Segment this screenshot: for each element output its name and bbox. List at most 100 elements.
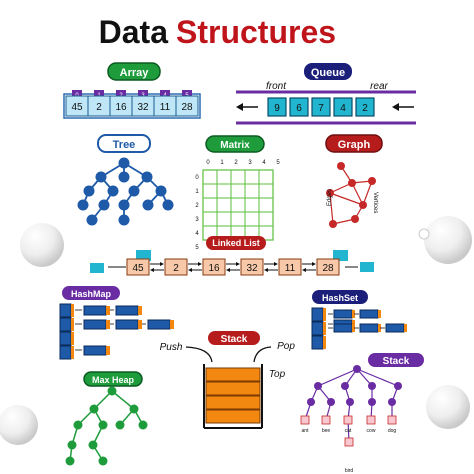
queue-cell [311,97,331,117]
stack-tree-edge [356,368,399,387]
matrix-row-label: 3 [195,217,199,223]
stack-tree-bottom-label: bird [345,468,354,474]
hashmap-entry [83,345,107,356]
tree-node [162,199,174,211]
graph-edge [351,182,364,206]
graph-label-pill [325,134,383,153]
queue-label-pill [304,63,352,80]
hashmap-entry [115,305,139,316]
max-heap-label-pill [83,371,143,387]
stack-tree-leaf-label: dog [388,428,397,434]
linked-list-value: 45 [132,263,144,274]
tree-node [98,199,110,211]
hashset-bucket-flag [323,322,326,335]
stack-tree-label: Stack [383,356,410,367]
hashmap-entry-flag [170,320,174,329]
stack-tree-leaf-label: cat [345,428,352,434]
tree-node [95,171,107,183]
linked-list-next-arrowhead [160,262,164,266]
stack-tree-leaf-label: bee [322,428,331,434]
max-heap-node [65,456,75,466]
hashset-bucket [311,307,324,322]
matrix-col-label: 0 [206,160,210,166]
matrix-row-label: 1 [195,189,199,195]
array-index-box [138,90,148,98]
linked-list-label: Linked List [212,238,260,248]
array-value: 32 [137,102,149,113]
hashset-entry [359,323,379,333]
hashset-entry-flag [352,310,355,318]
graph-vertices-label: Vertices [372,192,378,213]
max-heap-node [129,404,139,414]
array-index-box [94,90,104,98]
stack-tree-leaf-box [343,415,353,425]
tree-node [86,214,98,226]
linked-list-prev-arrowhead [264,268,268,272]
queue-value: 7 [318,103,324,114]
linked-list-head-pointer [136,250,151,261]
max-heap-node [73,420,83,430]
linked-list-node [164,258,188,276]
stack-tree-bottom-box [344,437,354,447]
linked-list-label-pill [206,236,266,250]
hashset-bucket [311,335,324,350]
queue-value: 9 [274,103,280,114]
tree-node [107,185,119,197]
stack-section: Stack Push Pop Top [160,331,295,429]
stack-tree-node [353,365,361,373]
graph-vertex [368,177,376,185]
hashset-bucket-flag [323,308,326,321]
decor-sphere-left [20,223,64,267]
hashset-entry [385,323,405,333]
tree-node [128,185,140,197]
graph-section: Graph Edges Vertices [325,134,383,228]
stack-tree-node [368,398,376,406]
array-index-box [182,90,192,98]
array-section: Array 04512216332411528 [63,62,201,119]
graph-vertex [359,201,367,209]
linked-list-value: 32 [246,263,258,274]
linked-list-prev-arrowhead [226,268,230,272]
tree-node [118,157,130,169]
max-heap-section: Max Heap [65,371,148,466]
hashmap-entry [83,305,107,316]
graph-edge [329,182,353,194]
decor-sphere-bottom-right [426,385,470,429]
hashset-entry-flag [378,310,381,318]
hashmap-bucket [59,317,72,332]
stack-tree-leaf-box [321,415,331,425]
matrix-row-label: 0 [195,175,199,181]
stack-pop-label: Pop [277,341,295,352]
matrix-border [202,169,274,241]
stack-block [205,395,261,410]
graph-vertex [326,189,334,197]
queue-front-label: front [266,81,287,92]
matrix-row-label: 5 [195,245,199,251]
max-heap-node [67,440,77,450]
queue-in-arrowhead [392,103,399,111]
linked-list-next-arrowhead [198,262,202,266]
hashset-entry [333,309,353,319]
linked-list-tail-pointer [333,250,348,261]
title-data: Data [99,14,169,50]
hashmap-bucket-flag [71,318,74,331]
stack-tree-leaf-box [300,415,310,425]
array-label-pill [107,62,161,81]
matrix-col-label: 5 [276,160,280,166]
stack-label: Stack [221,334,248,345]
array-cell [175,95,199,117]
stack-block [205,381,261,396]
linked-list-prev-arrowhead [302,268,306,272]
matrix-col-label: 1 [220,160,224,166]
hashmap-label-pill [62,286,120,300]
matrix-col-label: 3 [248,160,252,166]
linked-list-value: 11 [285,263,296,274]
stack-block [205,367,261,382]
matrix-col-label: 4 [262,160,266,166]
hashmap-entry [83,319,107,330]
hashmap-entry-flag [138,320,142,329]
graph-edges-label: Edges [327,189,333,206]
